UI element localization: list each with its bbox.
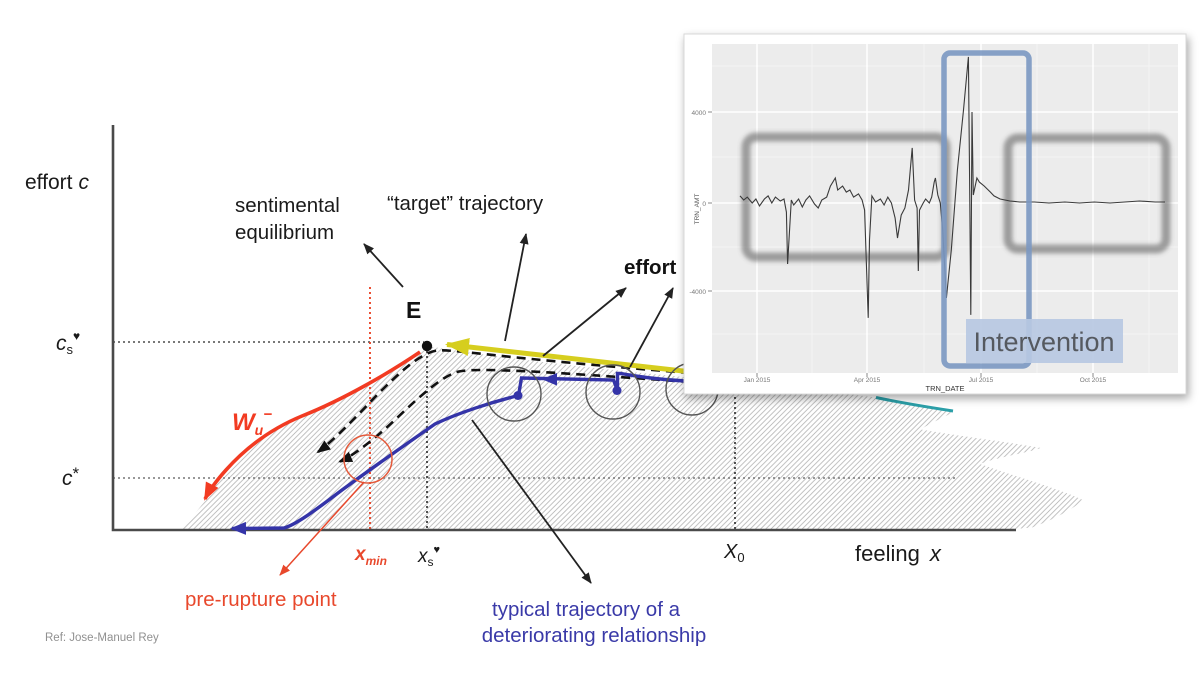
inset-x-tick-jan: Jan 2015 [744,377,771,384]
axes [111,125,1016,532]
target-annotation-arrow [504,233,529,342]
x0-label: X0 [723,541,745,565]
hatched-region [181,346,1083,529]
prerupture-label: pre-rupture point [185,588,337,611]
sentimental-label-line1: sentimental [235,194,340,217]
blue-mid-arrowhead [542,373,557,386]
effort-annotation-arrow-2 [629,287,674,368]
xs-label: xs♥ [417,544,440,569]
inset-y-tick-4000: 4000 [692,110,707,117]
inset-intervention-label-box [966,319,1123,363]
inset-highlight-right [1003,133,1171,254]
wu-label: Wu− [232,406,272,438]
typical-label-line1: typical trajectory of a [492,598,681,621]
typical-label-line2: deteriorating relationship [482,624,707,647]
inset-intervention-label: Intervention [973,327,1114,357]
equilibrium-dot [421,340,433,352]
prerupture-annotation-arrow [279,481,365,576]
sentimental-annotation-arrow [363,243,404,288]
inset-x-tick-jul: Jul 2015 [969,377,994,384]
inset-tick-marks [708,111,1094,377]
blue-jump-dot-1 [513,391,523,400]
sentimental-label-line2: equilibrium [235,221,334,244]
inset-y-tick-0: 0 [702,201,706,208]
blue-jump-dot-2 [612,386,622,395]
intervention-circle-2 [585,364,641,420]
inset-xaxis-title: TRN_DATE [925,384,964,393]
effort-annotation-arrow-1 [542,287,627,357]
inset-intervention-rect [941,50,1032,369]
inset-yaxis-title: TRN_AMT [694,194,701,225]
dashed-trajectory-lower [338,368,691,463]
cs-label: cs♥ [56,329,80,357]
inset-card: 4000 0 -4000 Jan 2015 Apr 2015 Jul 2015 … [683,33,1187,395]
teal-boundary-segment [875,396,954,413]
inset-series-line [739,56,1165,318]
inset-y-tick-neg4000: -4000 [689,289,706,296]
target-trajectory-label: “target” trajectory [387,192,544,215]
xmin-label: xmin [354,544,387,568]
inset-x-tick-oct: Oct 2015 [1080,377,1107,384]
equilibrium-label: E [406,297,421,323]
unstable-manifold-curve [203,350,422,501]
reference-label: Ref: Jose-Manuel Rey [45,632,159,644]
pre-rupture-circle [343,434,393,484]
cstar-label: c* [62,464,80,490]
typical-annotation-arrow [471,419,592,584]
intervention-circle-1 [486,366,542,422]
inset-x-tick-apr: Apr 2015 [854,377,881,384]
effort-label: effort [624,256,677,279]
